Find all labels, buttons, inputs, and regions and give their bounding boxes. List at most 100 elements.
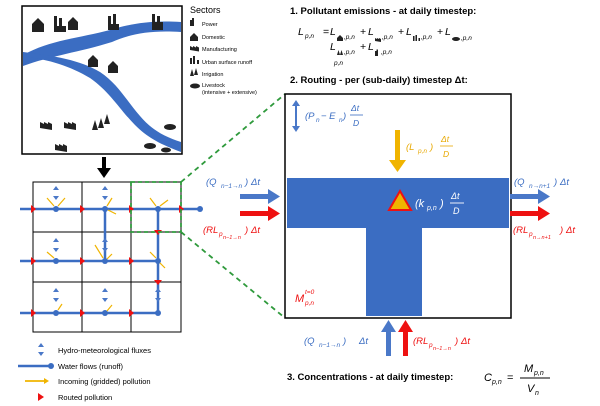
load-L: (L xyxy=(406,142,414,153)
city-icon xyxy=(152,14,163,30)
water-flow-icon xyxy=(18,363,54,369)
rl-out-RL: (RL xyxy=(513,225,528,236)
rl-out-dt: Δt xyxy=(565,225,575,236)
rl-out-close: ) xyxy=(559,225,563,236)
conc-num-M: M xyxy=(524,363,534,375)
rl-bottom-subsub: n−1→n xyxy=(433,346,451,352)
decay-frac-num: Δt xyxy=(450,191,460,201)
catchment-map xyxy=(21,5,183,155)
v-init-sub: n xyxy=(302,281,306,288)
eq-equals: = xyxy=(323,26,329,38)
map-icons xyxy=(32,14,176,153)
eq-lhs-sub: p,n xyxy=(304,33,314,40)
conc-C-sub: p,n xyxy=(491,379,502,386)
section-concentrations: 3. Concentrations - at daily timestep: C… xyxy=(287,363,550,397)
pe-P: (P xyxy=(305,111,315,122)
pe-P-sub: n xyxy=(316,117,320,124)
decay-k: (k xyxy=(415,198,425,210)
river-upper xyxy=(23,21,181,66)
decay-triangle-icon xyxy=(387,189,413,211)
left-inflow-arrows xyxy=(240,189,280,221)
legend-routed-pollution: Routed pollution xyxy=(58,393,112,402)
rl-bottom-close: ) xyxy=(454,336,458,347)
house-icon xyxy=(108,61,118,73)
eq-term-L: L xyxy=(330,26,336,38)
q-bottom-close: ) xyxy=(342,336,346,347)
cow-icon xyxy=(452,37,460,41)
pe-term: (P n − E n ) Δt D xyxy=(305,103,363,128)
rl-in-subsub: n−1→n xyxy=(223,235,241,241)
eq-sub-irrigation: ,p,n xyxy=(344,49,355,56)
house-icon xyxy=(337,35,343,41)
rl-in-sub: p xyxy=(218,231,223,238)
eq-sub-manufacturing: ,p,n xyxy=(382,34,393,41)
cow-icon xyxy=(164,124,176,130)
power-plant-icon xyxy=(375,49,378,56)
rl-in-left: (RL p n−1→n ) Δt xyxy=(203,225,260,241)
rl-in-close: ) xyxy=(244,225,248,236)
q-out-right: (Q n→n+1 ) Δt xyxy=(514,177,569,190)
sector-irrigation: Irrigation xyxy=(202,72,223,78)
bottom-legend: Hydro-meteorological fluxes Water flows … xyxy=(18,343,151,402)
grid-routed-pollution xyxy=(31,205,184,317)
grid-frame xyxy=(32,181,182,333)
eq-plus: + xyxy=(360,26,366,38)
q-bottom-dt: Δt xyxy=(358,336,368,347)
city-icon xyxy=(108,14,119,30)
rl-in-dt: Δt xyxy=(250,225,260,236)
sectors-title: Sectors xyxy=(190,5,221,15)
eq-sub-livestock: ,p,n xyxy=(461,35,472,42)
decay-term: (k p,n ) Δt D xyxy=(415,191,464,216)
q-bottom-sub: n−1→n xyxy=(319,342,341,349)
rl-bottom-sub: p xyxy=(428,342,433,349)
section-pollutant-emissions: 1. Pollutant emissions - at daily timest… xyxy=(290,6,476,67)
rl-bottom-dt: Δt xyxy=(460,336,470,347)
section1-title: 1. Pollutant emissions - at daily timest… xyxy=(290,6,476,17)
wheat-icon xyxy=(104,114,110,124)
house-icon xyxy=(88,55,98,67)
factory-icon xyxy=(55,144,67,152)
eq-plus: + xyxy=(398,26,404,38)
eq-term-L: L xyxy=(406,26,412,38)
water-body xyxy=(287,178,509,316)
routing-grid xyxy=(20,181,203,333)
house-icon xyxy=(68,17,78,30)
v-init: V xyxy=(295,274,304,286)
zoom-cell-highlight xyxy=(130,181,182,233)
eq-plus: + xyxy=(437,26,443,38)
m-init-sup: t=0 xyxy=(305,289,315,296)
sector-manufacturing: Manufacturing xyxy=(202,47,237,53)
grid-hydro-fluxes xyxy=(53,186,161,302)
section3-title: 3. Concentrations - at daily timestep: xyxy=(287,372,453,383)
conc-den-V: V xyxy=(527,383,536,395)
q-out-sub: n→n+1 xyxy=(529,183,551,190)
eq-term-L: L xyxy=(368,26,374,38)
sectors-legend: Sectors Power Domestic Manufacturing Urb… xyxy=(190,5,257,96)
hydro-flux-arrow xyxy=(292,100,300,132)
right-outflow-arrows xyxy=(510,189,550,221)
conc-equals: = xyxy=(507,372,513,384)
concentration-equation: C p,n = M p,n V n xyxy=(484,363,550,397)
rl-in-RL: (RL xyxy=(203,225,218,236)
legend-incoming-pollution: Incoming (gridded) pollution xyxy=(58,377,151,386)
load-frac-num: Δt xyxy=(440,134,450,144)
factory-icon xyxy=(64,122,76,130)
rl-out-right: (RL p n→n+1 ) Δt xyxy=(513,225,575,241)
load-term: (L p,n ) Δt D xyxy=(406,134,453,159)
pe-close: ) xyxy=(342,111,346,122)
sector-livestock-note: (intensive + extensive) xyxy=(202,90,257,96)
sector-urban-runoff: Urban surface runoff xyxy=(202,60,253,66)
pe-minus-E: − E xyxy=(321,111,336,122)
eq-sub-domestic: ,p,n xyxy=(344,34,355,41)
legend-water-flows: Water flows (runoff) xyxy=(58,362,124,371)
eq-sub-urban: ,p,n xyxy=(421,34,432,41)
river-lower xyxy=(23,52,181,152)
grid-incoming-pollution xyxy=(46,197,169,312)
eq-lhs-L: L xyxy=(298,26,304,38)
incoming-pollution-icon xyxy=(25,378,49,384)
map-to-grid-arrow xyxy=(97,157,111,178)
q-in-left: (Q n−1→n ) Δt xyxy=(206,177,260,190)
sector-livestock: Livestock xyxy=(202,83,225,89)
